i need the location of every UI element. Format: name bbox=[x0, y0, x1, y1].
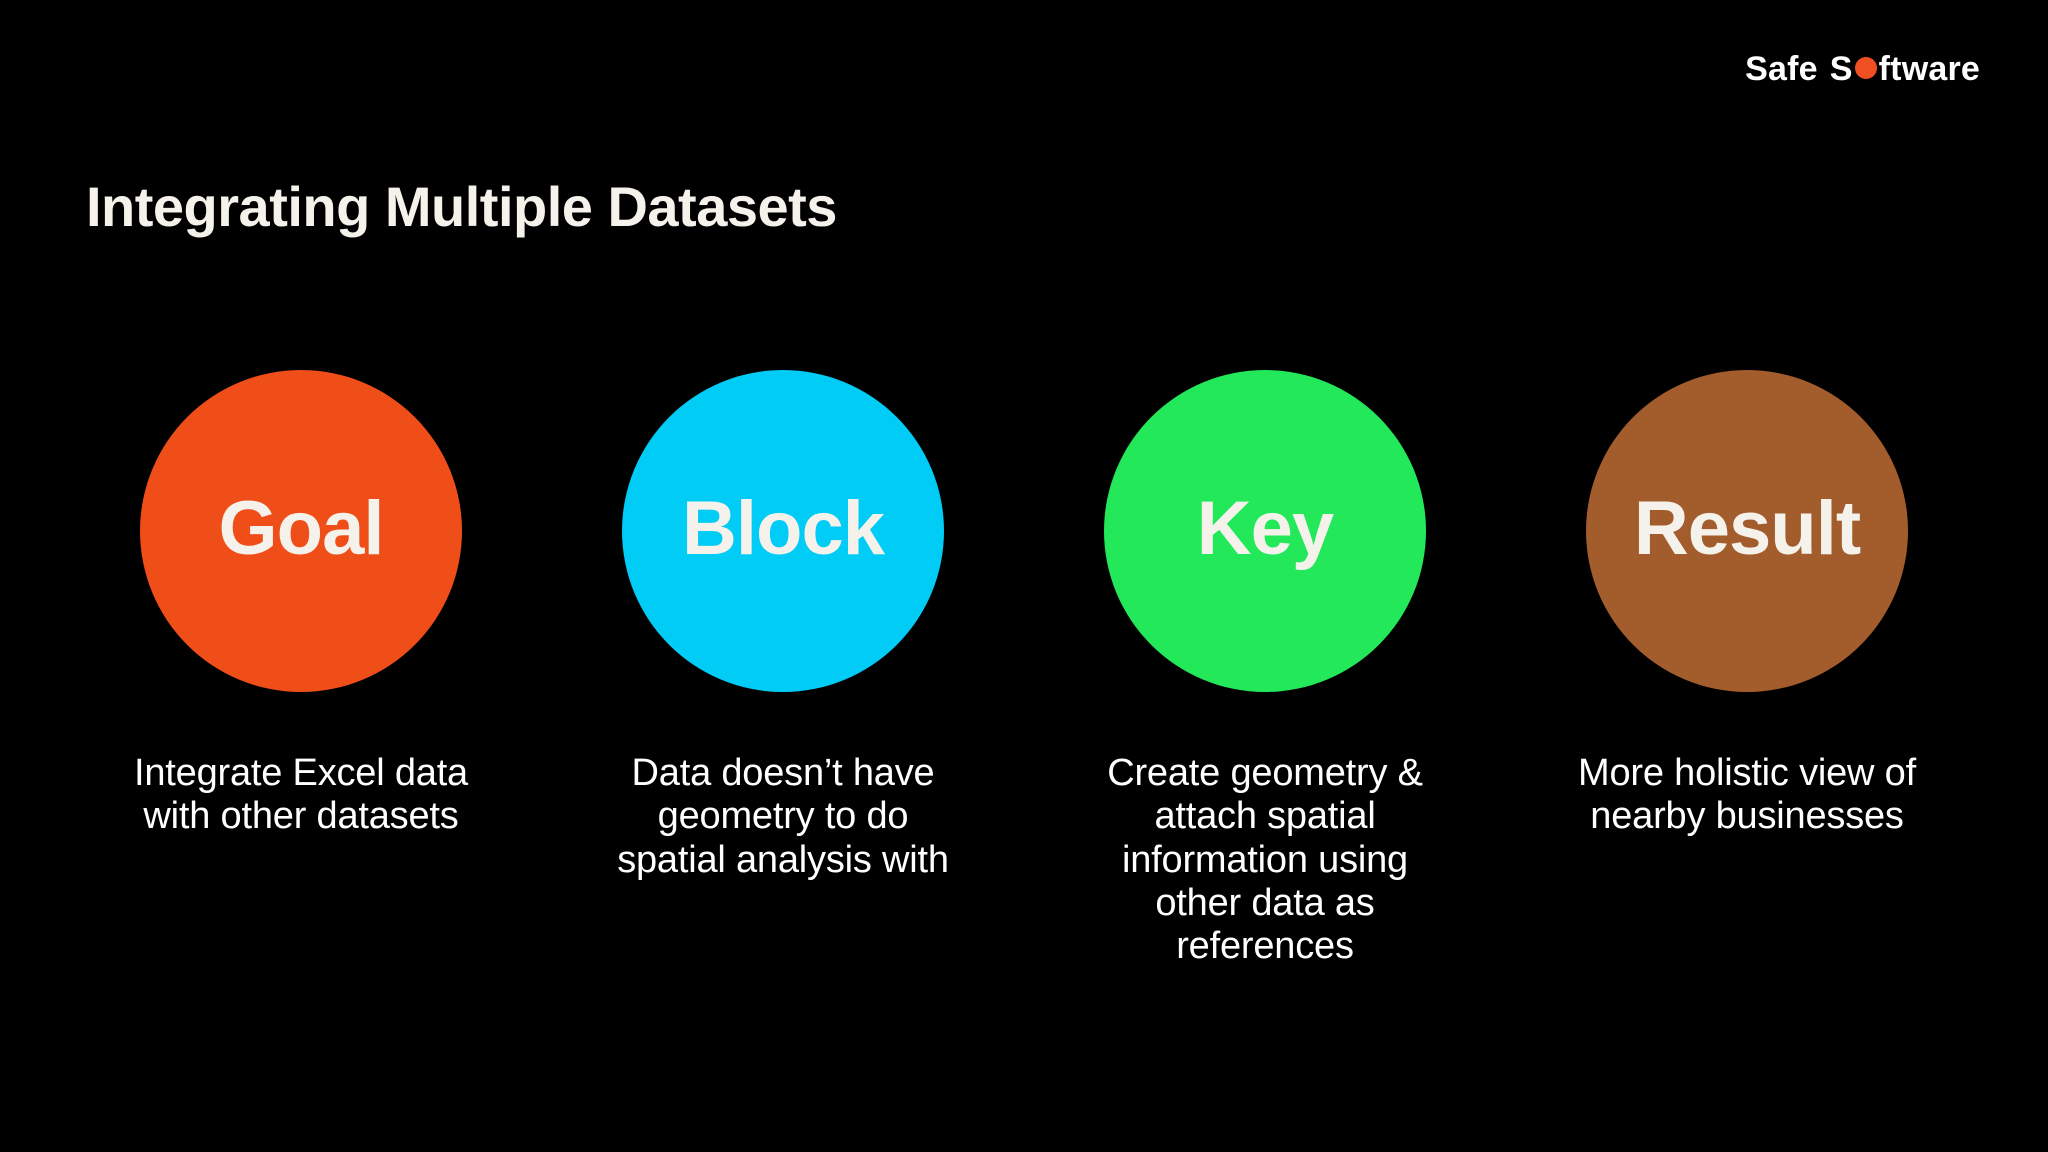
caption-block: Data doesn’t have geometry to do spatial… bbox=[617, 752, 949, 881]
circle-label-key: Key bbox=[1196, 486, 1334, 571]
circle-result: Result bbox=[1586, 370, 1908, 692]
column-result: Result More holistic view of nearby busi… bbox=[1506, 370, 1988, 969]
logo-word-software: S ftware bbox=[1830, 52, 1980, 86]
circle-goal: Goal bbox=[140, 370, 462, 692]
circle-label-result: Result bbox=[1633, 486, 1861, 571]
caption-result: More holistic view of nearby businesses bbox=[1578, 752, 1916, 838]
safe-software-logo: Safe S ftware bbox=[1745, 52, 1980, 86]
concept-columns: Goal Integrate Excel data with other dat… bbox=[60, 370, 1988, 969]
column-key: Key Create geometry & attach spatial inf… bbox=[1024, 370, 1506, 969]
logo-software-suffix: ftware bbox=[1878, 50, 1980, 88]
circle-key: Key bbox=[1104, 370, 1426, 692]
caption-key: Create geometry & attach spatial informa… bbox=[1107, 752, 1423, 968]
caption-goal: Integrate Excel data with other datasets bbox=[134, 752, 468, 838]
circle-block: Block bbox=[622, 370, 944, 692]
column-goal: Goal Integrate Excel data with other dat… bbox=[60, 370, 542, 969]
logo-dot-icon bbox=[1854, 57, 1877, 79]
circle-label-goal: Goal bbox=[218, 486, 385, 571]
logo-word-safe: Safe bbox=[1745, 50, 1818, 88]
logo-software-prefix: S bbox=[1829, 50, 1853, 88]
page-title: Integrating Multiple Datasets bbox=[86, 175, 837, 238]
column-block: Block Data doesn’t have geometry to do s… bbox=[542, 370, 1024, 969]
circle-label-block: Block bbox=[682, 486, 885, 571]
